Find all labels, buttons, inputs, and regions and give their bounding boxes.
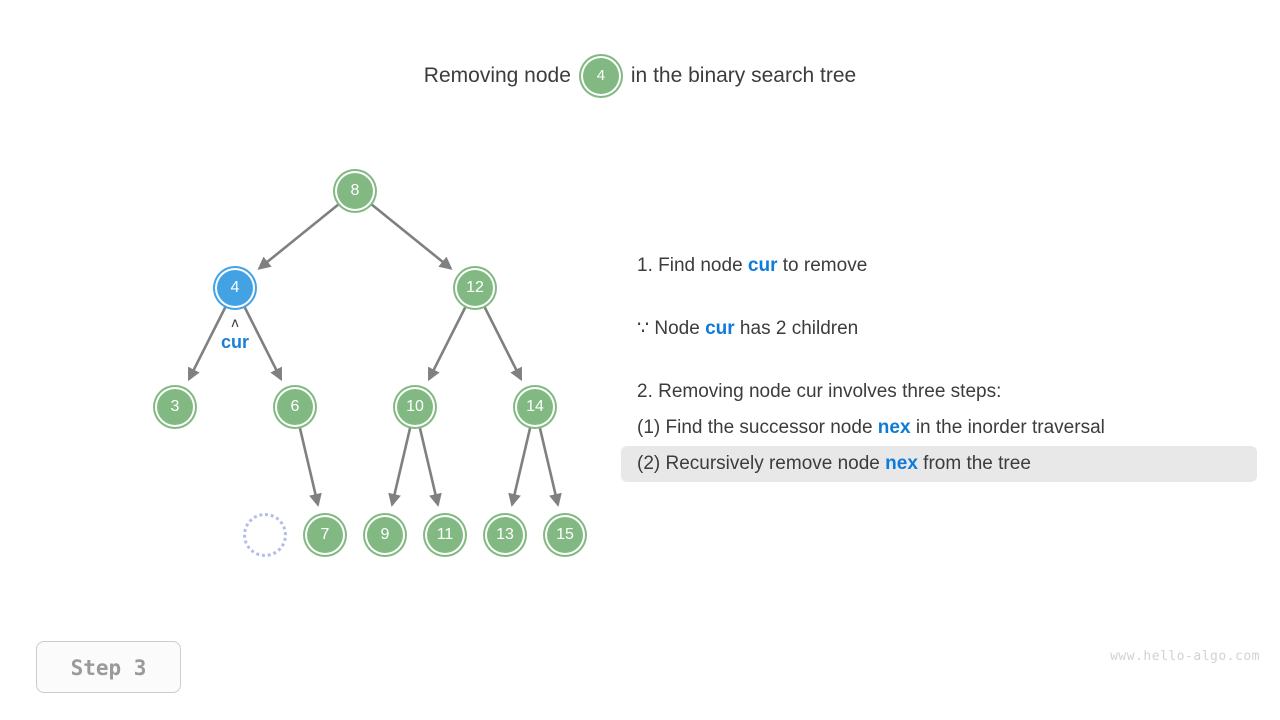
tree-edge-12-to-14: [483, 306, 523, 382]
tree-edge-10-to-9: [388, 427, 412, 507]
title-text-after: in the binary search tree: [630, 64, 857, 87]
tree-node-9: 9: [365, 515, 405, 555]
explanation-line-5-part-b: from the tree: [917, 453, 1031, 474]
tree-edge-6-to-7: [298, 427, 322, 507]
explanation-line-2-part-b: has 2 children: [734, 318, 859, 339]
tree-node-6: 6: [275, 387, 315, 427]
explanation-line-2: ∵ Node cur has 2 children: [621, 311, 1257, 347]
tree-edge-14-to-13: [508, 427, 532, 507]
tree-node-7: 7: [305, 515, 345, 555]
tree-edge-group: [187, 203, 562, 507]
tree-node-3: 3: [155, 387, 195, 427]
tree-edge-4-to-3: [187, 306, 227, 382]
site-watermark: www.hello-algo.com: [1110, 649, 1260, 664]
explanation-line-3: 2. Removing node cur involves three step…: [637, 381, 1002, 402]
tree-node-12: 12: [455, 268, 495, 308]
tree-edge-4-to-6: [243, 306, 283, 382]
page-title: Removing node 4 in the binary search tree: [0, 56, 1280, 96]
pointer-label-text: cur: [220, 332, 250, 352]
tree-edge-14-to-15: [538, 427, 562, 507]
keyword-cur: cur: [747, 255, 778, 276]
tree-node-13: 13: [485, 515, 525, 555]
keyword-cur: cur: [705, 318, 735, 339]
tree-node-14: 14: [515, 387, 555, 427]
keyword-nex: nex: [885, 453, 918, 474]
title-text-before: Removing node: [423, 64, 571, 87]
tree-edge-8-to-12: [370, 203, 453, 270]
explanation-line-1-part-a: 1. Find node: [637, 255, 748, 276]
keyword-nex: nex: [877, 417, 911, 438]
tree-edge-12-to-10: [427, 306, 467, 382]
tree-edges-layer: [187, 203, 562, 507]
explanation-line-4-part-b: in the inorder traversal: [910, 417, 1105, 438]
explanation-line-2-part-a: ∵ Node: [637, 318, 706, 339]
tree-edge-8-to-4: [257, 203, 340, 270]
tree-edge-10-to-11: [418, 427, 442, 507]
tree-node-4: 4: [215, 268, 255, 308]
tree-node-8: 8: [335, 171, 375, 211]
title-node-badge: 4: [580, 56, 621, 96]
explanation-line-1: 1. Find node cur to remove: [621, 248, 1257, 284]
explanation-line-4: (1) Find the successor node nex in the i…: [621, 410, 1257, 446]
step-badge: Step 3: [36, 641, 181, 693]
pointer-label-cur: ʌ cur: [220, 316, 250, 352]
explanation-line-5-active: (2) Recursively remove node nex from the…: [621, 446, 1257, 482]
tree-node-15: 15: [545, 515, 585, 555]
tree-node-empty-slot: [243, 513, 287, 557]
explanation-panel: 1. Find node cur to remove ∵ Node cur ha…: [621, 248, 1257, 482]
tree-node-10: 10: [395, 387, 435, 427]
explanation-line-1-part-b: to remove: [777, 255, 868, 276]
explanation-line-5-part-a: (2) Recursively remove node: [637, 453, 886, 474]
tree-node-11: 11: [425, 515, 465, 555]
pointer-caret-icon: ʌ: [231, 316, 239, 331]
explanation-line-4-part-a: (1) Find the successor node: [637, 417, 878, 438]
